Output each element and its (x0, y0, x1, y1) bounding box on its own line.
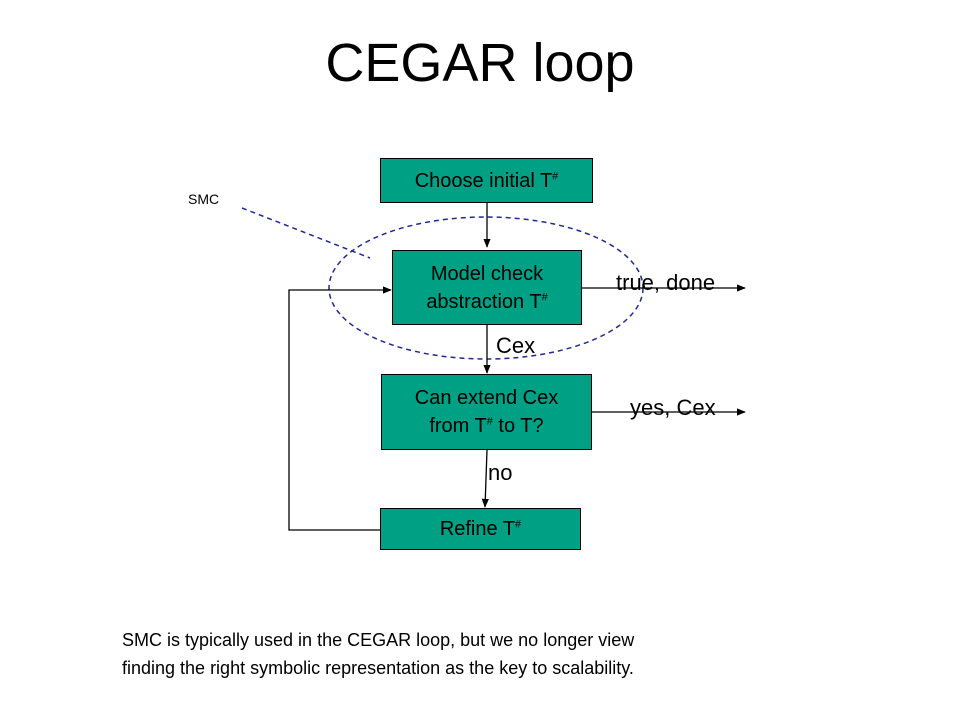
label-cex: Cex (496, 333, 536, 358)
extend-cex-box: Can extend Cex from T# to T? (381, 374, 592, 450)
label-smc: SMC (188, 191, 220, 207)
arrow-extend-to-refine (481, 449, 489, 508)
footnote: SMC is typically used in the CEGAR loop,… (122, 626, 842, 682)
extend-cex-line1: Can extend Cex (414, 387, 559, 409)
smc-pointer-line (241, 207, 371, 259)
slide-title: CEGAR loop (325, 33, 635, 93)
extend-cex-sup: # (486, 415, 493, 428)
footnote-line2: finding the right symbolic representatio… (122, 658, 634, 678)
model-check-line2: abstraction T (426, 290, 542, 313)
choose-initial-label: Choose initial T (414, 169, 553, 192)
label-yes-cex: yes, Cex (630, 395, 716, 420)
label-true-done: true, done (616, 270, 716, 295)
extend-cex-line2b: to T? (492, 415, 544, 437)
arrow-refine-loop (288, 286, 392, 531)
extend-cex-line2a: from T (429, 415, 487, 437)
model-check-line1: Model check (430, 262, 544, 285)
choose-initial-box: Choose initial T# (380, 158, 593, 203)
refine-sup: # (515, 518, 522, 531)
choose-initial-sup: # (552, 169, 559, 182)
label-no: no (488, 460, 513, 485)
refine-label: Refine T (439, 518, 516, 540)
model-check-sup: # (541, 290, 548, 303)
model-check-box: Model check abstraction T# (392, 250, 582, 325)
footnote-line1: SMC is typically used in the CEGAR loop,… (122, 630, 635, 650)
refine-box: Refine T# (380, 508, 581, 550)
